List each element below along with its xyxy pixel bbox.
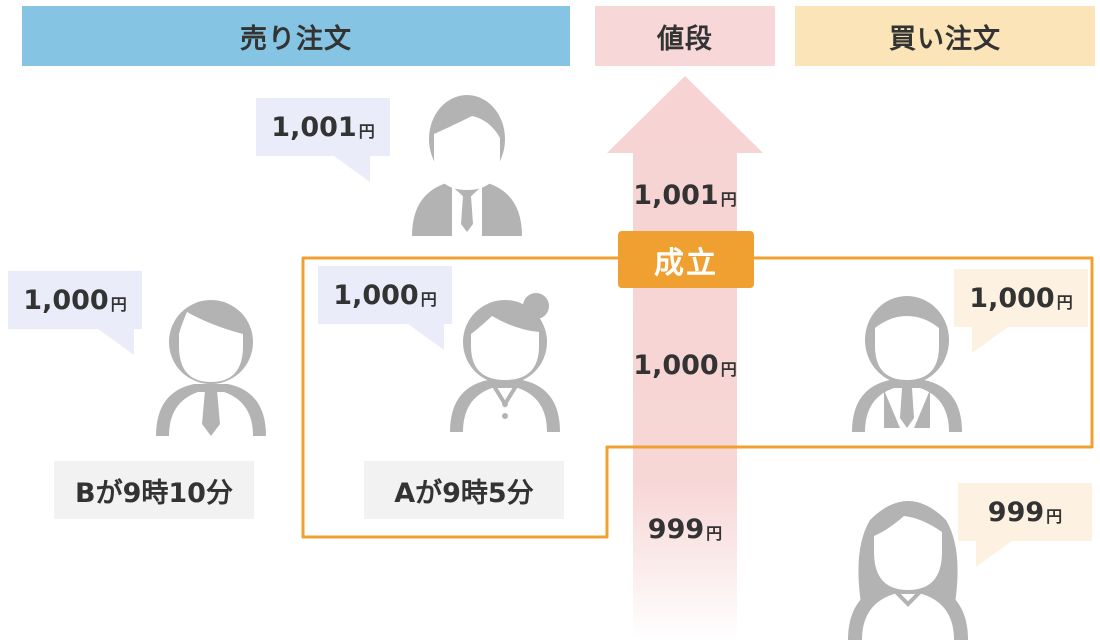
price-header: 値段: [595, 6, 775, 66]
price-level-unit: 円: [720, 190, 737, 209]
price-up-arrow: [607, 76, 763, 640]
bubble-tail: [972, 327, 1008, 353]
bubble-price: 999: [987, 496, 1045, 528]
person-woman-bun-icon: [450, 293, 560, 432]
person-businessman-icon: [412, 95, 522, 236]
match-frame: [301, 256, 1094, 539]
bubble-unit: 円: [420, 290, 437, 309]
bubble-unit: 円: [358, 122, 375, 141]
person-man-icon: [156, 300, 266, 436]
bubble-tail: [98, 329, 134, 355]
bubble-unit: 円: [1046, 507, 1063, 526]
buy-orders-header: 買い注文: [795, 6, 1095, 66]
match-badge: 成立: [618, 231, 754, 288]
bubble-price: 1,000: [23, 284, 109, 316]
person-woman-long-hair-icon: [848, 501, 968, 640]
price-level-unit: 円: [706, 524, 723, 543]
bubble-tail: [976, 541, 1012, 567]
price-level-value: 999: [647, 513, 705, 545]
price-level-value: 1,001: [633, 179, 719, 211]
bubble-price: 1,000: [969, 282, 1055, 314]
bubble-unit: 円: [1056, 293, 1073, 312]
bubble-tail: [334, 156, 370, 182]
price-level-value: 1,000: [633, 349, 719, 381]
person-man-vest-icon: [852, 296, 962, 432]
bubble-price: 1,001: [271, 111, 357, 143]
person-label-b: Bが9時10分: [54, 461, 254, 519]
bubble-tail: [408, 324, 444, 350]
price-level-unit: 円: [720, 360, 737, 379]
person-label-a: Aが9時5分: [364, 461, 564, 519]
bubble-unit: 円: [110, 295, 127, 314]
sell-orders-header: 売り注文: [22, 6, 570, 66]
bubble-price: 1,000: [333, 279, 419, 311]
